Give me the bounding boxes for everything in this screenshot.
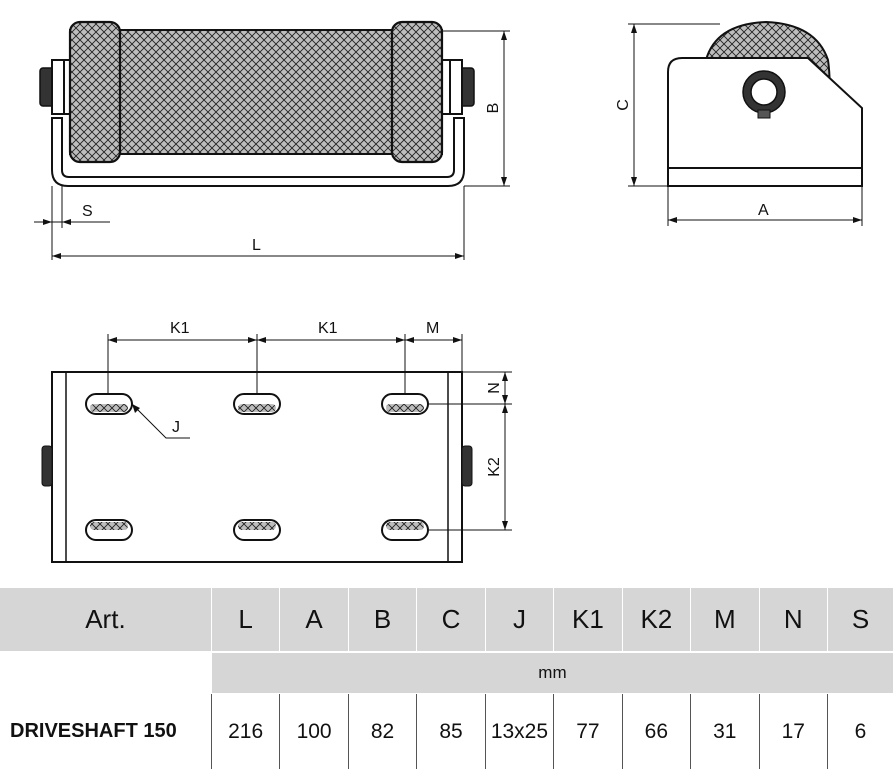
cell-article: DRIVESHAFT 150 bbox=[0, 694, 211, 769]
dim-label-m: M bbox=[426, 320, 439, 337]
cell-j: 13x25 bbox=[485, 694, 553, 769]
top-view: K1 K1 M N K2 J bbox=[42, 320, 512, 562]
header-cell-a: A bbox=[280, 588, 348, 652]
header-cell-m: M bbox=[691, 588, 759, 652]
header-cell-b: B bbox=[348, 588, 416, 652]
dim-label-j: J bbox=[172, 419, 180, 436]
dim-label-n: N bbox=[486, 382, 503, 394]
spec-table: Art. L A B C J K1 K2 M N S mm DRIVESHAFT… bbox=[0, 588, 893, 769]
header-cell-k2: K2 bbox=[622, 588, 690, 652]
roller-ring-right bbox=[392, 22, 442, 162]
cell-b: 82 bbox=[348, 694, 416, 769]
cell-a: 100 bbox=[280, 694, 348, 769]
header-cell-c: C bbox=[417, 588, 485, 652]
dim-label-b: B bbox=[485, 103, 502, 114]
washer-left bbox=[52, 60, 64, 114]
dim-label-c: C bbox=[615, 99, 632, 111]
header-cell-j: J bbox=[485, 588, 553, 652]
roller-ring-left bbox=[70, 22, 120, 162]
dim-label-k2: K2 bbox=[486, 457, 503, 477]
unit-label: mm bbox=[211, 652, 893, 694]
header-cell-l: L bbox=[211, 588, 279, 652]
dim-label-k1-second: K1 bbox=[318, 320, 338, 337]
side-view: C A bbox=[615, 22, 862, 226]
header-cell-art: Art. bbox=[0, 588, 211, 652]
cell-k1: 77 bbox=[554, 694, 622, 769]
dim-label-s: S bbox=[82, 203, 93, 220]
header-cell-s: S bbox=[827, 588, 893, 652]
roller-body bbox=[70, 30, 442, 154]
cell-n: 17 bbox=[759, 694, 827, 769]
axle-nut-inner bbox=[751, 79, 777, 105]
cell-k2: 66 bbox=[622, 694, 690, 769]
header-cell-k1: K1 bbox=[554, 588, 622, 652]
cell-s: 6 bbox=[827, 694, 893, 769]
dim-label-a: A bbox=[758, 202, 769, 219]
dim-label-l: L bbox=[252, 237, 261, 254]
washer-right bbox=[450, 60, 462, 114]
cell-m: 31 bbox=[691, 694, 759, 769]
cell-l: 216 bbox=[211, 694, 279, 769]
unit-blank-cell bbox=[0, 652, 211, 694]
header-cell-n: N bbox=[759, 588, 827, 652]
table-row: DRIVESHAFT 150 216 100 82 85 13x25 77 66… bbox=[0, 694, 893, 769]
dim-label-k1-first: K1 bbox=[170, 320, 190, 337]
cell-c: 85 bbox=[417, 694, 485, 769]
front-view: B S L bbox=[34, 22, 510, 260]
table-unit-row: mm bbox=[0, 652, 893, 694]
technical-drawing: B S L C A bbox=[0, 0, 893, 588]
table-header-row: Art. L A B C J K1 K2 M N S bbox=[0, 588, 893, 652]
